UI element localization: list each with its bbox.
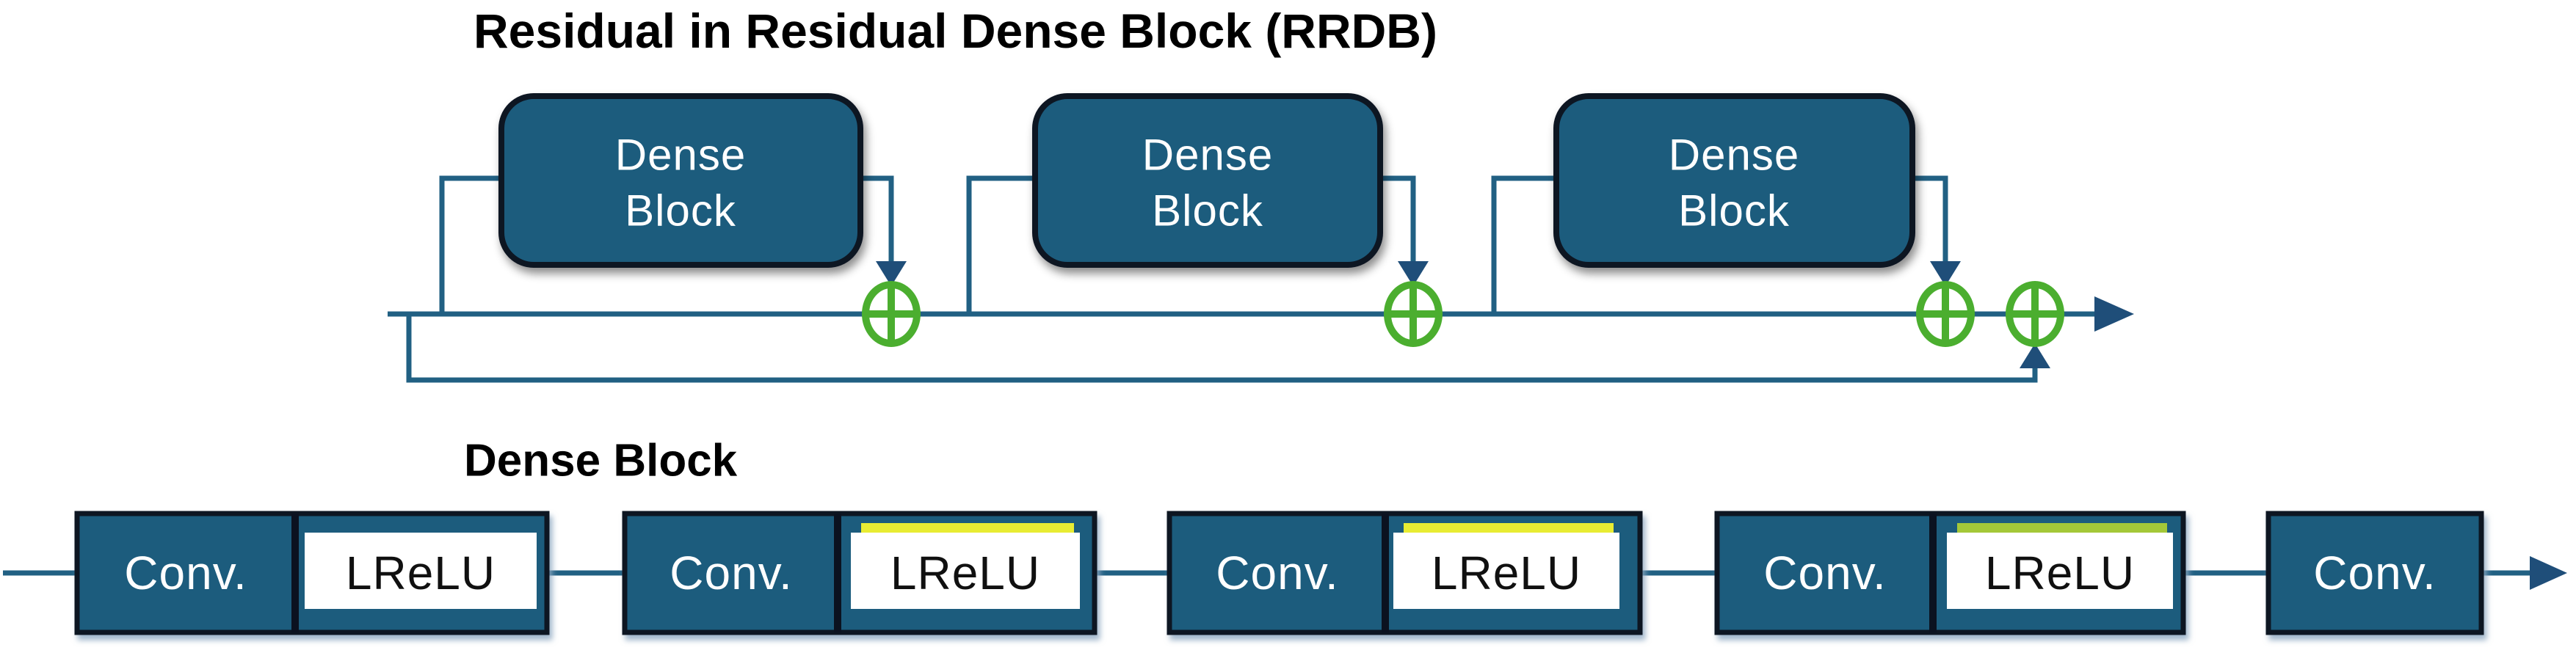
rrdb-title: Residual in Residual Dense Block (RRDB)	[474, 4, 1437, 58]
arrowhead-down-icon	[876, 261, 907, 286]
block1-input-line	[439, 175, 501, 314]
adder-1-plus-circle-icon	[862, 281, 921, 347]
block2-input-line	[966, 175, 1035, 314]
dense-block-box	[1032, 93, 1383, 268]
lrelu-label: LReLU	[346, 547, 496, 599]
dense-block-label-line1: Dense	[1669, 131, 1799, 180]
rrdb-connections	[388, 175, 2134, 383]
lrelu-label: LReLU	[1432, 547, 1581, 599]
dense-block-label-line1: Dense	[1142, 131, 1273, 180]
block1-output-line	[860, 175, 894, 266]
conv-label: Conv.	[2313, 547, 2436, 599]
dense-block-node-2: Dense Block	[1032, 93, 1383, 268]
conv-label: Conv.	[124, 547, 247, 599]
arrowhead-down-icon	[1398, 261, 1429, 286]
lrelu-highlight-stripe	[1957, 523, 2167, 536]
lrelu-label-box	[305, 533, 537, 609]
dense-block-label-line1: Dense	[615, 131, 746, 180]
dense-block-node-3: Dense Block	[1553, 93, 1915, 268]
conv-lrelu-unit-4: Conv. LReLU	[1714, 511, 2186, 635]
lrelu-label: LReLU	[890, 547, 1040, 599]
final-conv-unit: Conv.	[2265, 511, 2484, 635]
conv-lrelu-unit-1: Conv. LReLU	[74, 511, 550, 635]
lrelu-highlight-stripe	[861, 523, 1074, 536]
adder-3-plus-circle-icon	[1916, 281, 1975, 347]
outer-skip-line	[406, 314, 2038, 383]
conv-label: Conv.	[670, 547, 792, 599]
arrowhead-up-icon	[2020, 343, 2050, 368]
lrelu-label-box	[851, 533, 1080, 609]
adder-4-plus-circle-icon	[2006, 281, 2064, 347]
conv-lrelu-unit-2: Conv. LReLU	[622, 511, 1097, 635]
block3-output-line	[1912, 175, 1948, 266]
dense-block-node-1: Dense Block	[498, 93, 863, 268]
conv-lrelu-unit-3: Conv. LReLU	[1167, 511, 1643, 635]
detail-row-connections	[3, 556, 2567, 590]
dense-block-detail-title: Dense Block	[464, 436, 738, 486]
dense-block-label-line2: Block	[625, 186, 736, 235]
dense-block-label-line2: Block	[1152, 186, 1263, 235]
dense-block-label-line2: Block	[1678, 186, 1790, 235]
block2-output-line	[1380, 175, 1416, 266]
arrowhead-right-icon	[2530, 556, 2567, 590]
unit-box	[2265, 511, 2484, 635]
lrelu-label-box	[1947, 533, 2173, 609]
conv-label: Conv.	[1216, 547, 1338, 599]
conv-label: Conv.	[1763, 547, 1886, 599]
arrowhead-right-icon	[2094, 296, 2134, 332]
dense-block-box	[1553, 93, 1915, 268]
arrowhead-down-icon	[1930, 261, 1961, 286]
block3-input-line	[1491, 175, 1556, 314]
adder-2-plus-circle-icon	[1384, 281, 1443, 347]
lrelu-label-box	[1393, 533, 1619, 609]
dense-block-box	[498, 93, 863, 268]
lrelu-label: LReLU	[1985, 547, 2135, 599]
lrelu-highlight-stripe	[1404, 523, 1614, 536]
